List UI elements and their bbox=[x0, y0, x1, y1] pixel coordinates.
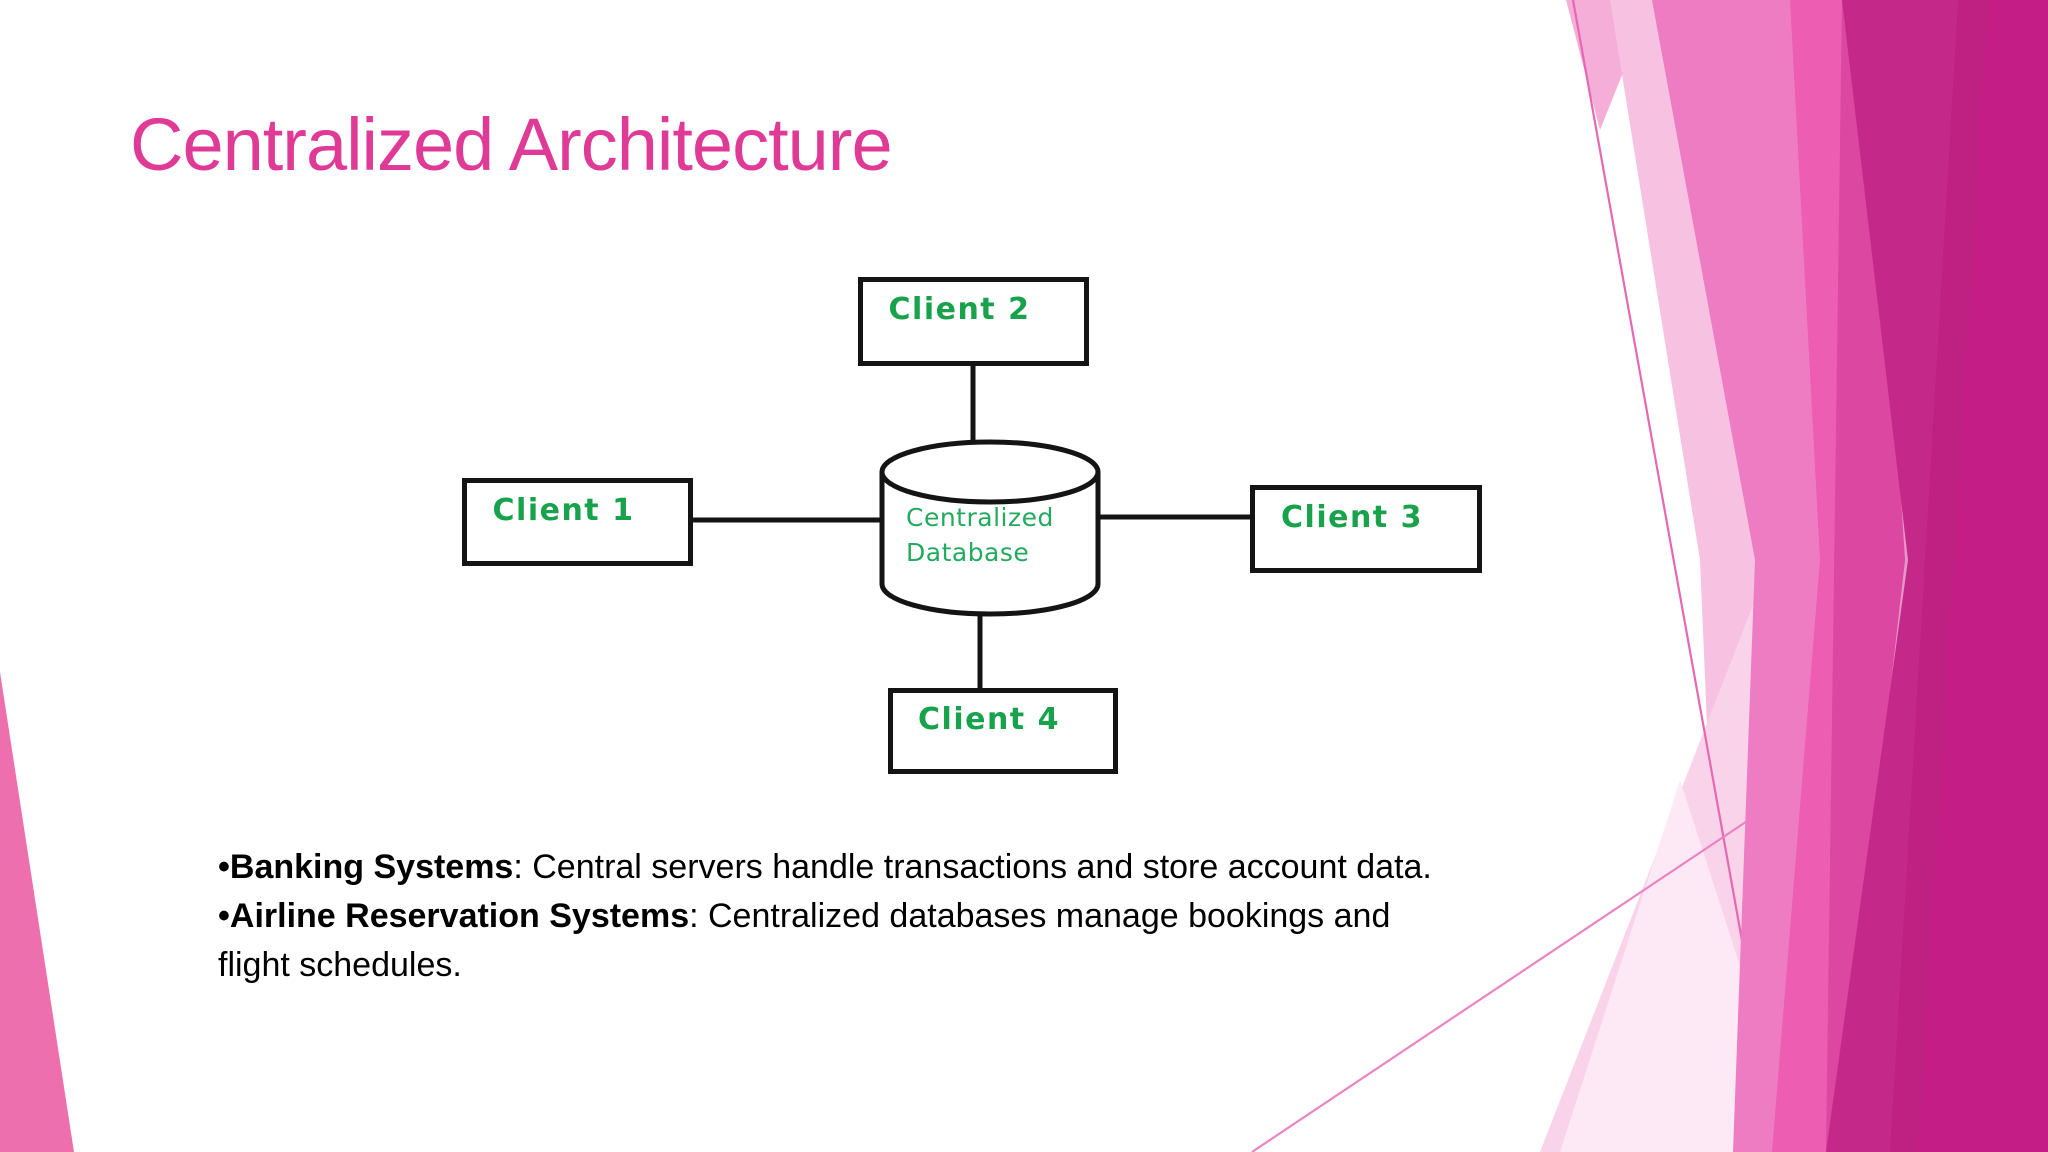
node-database-label: Centralized Database bbox=[906, 500, 1086, 570]
node-client-2: Client 2 bbox=[858, 277, 1089, 366]
node-client-4: Client 4 bbox=[888, 688, 1118, 774]
bullet-marker: • bbox=[218, 848, 230, 886]
bullet-marker: • bbox=[218, 897, 230, 935]
bullet-term: Airline Reservation Systems bbox=[229, 897, 690, 935]
node-client-2-label: Client 2 bbox=[888, 292, 1031, 327]
decor-dark-inner-band bbox=[1826, 0, 1958, 1152]
bullet-item-airline: •Airline Reservation Systems: Centralize… bbox=[218, 892, 1678, 990]
database-cylinder-icon bbox=[879, 439, 1101, 617]
bullet-rest: : Central servers handle transactions an… bbox=[513, 848, 1432, 886]
bullet-item-banking: •Banking Systems: Central servers handle… bbox=[218, 843, 1678, 892]
node-client-3-label: Client 3 bbox=[1281, 499, 1423, 535]
database-label-line1: Centralized bbox=[906, 503, 1054, 532]
bullet-rest-line2: flight schedules. bbox=[218, 946, 462, 984]
node-centralized-database: Centralized Database bbox=[878, 438, 1102, 618]
decor-dark-right-edge bbox=[1918, 0, 2048, 1152]
database-label-line2: Database bbox=[906, 538, 1030, 567]
node-client-1: Client 1 bbox=[462, 478, 693, 566]
node-client-1-label: Client 1 bbox=[492, 492, 635, 528]
decor-left-wedge-shape bbox=[0, 672, 74, 1152]
bullet-list: •Banking Systems: Central servers handle… bbox=[218, 843, 1678, 990]
node-client-4-label: Client 4 bbox=[918, 701, 1060, 737]
bullet-term: Banking Systems bbox=[229, 848, 514, 886]
bullet-rest-line1: : Centralized databases manage bookings … bbox=[689, 897, 1391, 935]
node-client-3: Client 3 bbox=[1250, 485, 1482, 573]
slide-title: Centralized Architecture bbox=[130, 103, 893, 186]
